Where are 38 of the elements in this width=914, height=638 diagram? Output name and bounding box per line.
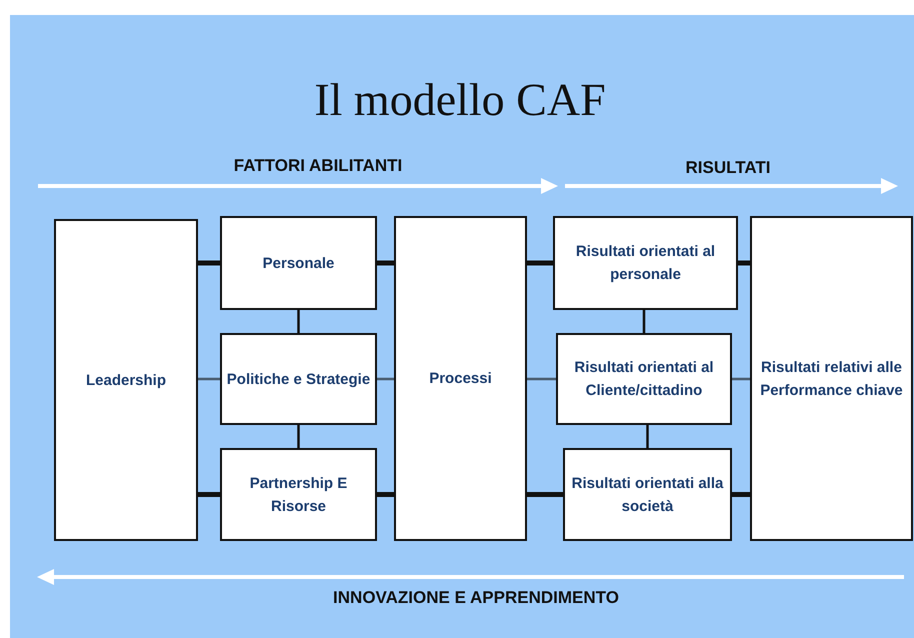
connector-line [297,310,300,333]
connector-line [527,260,553,266]
process-box [553,216,738,310]
title: Il modello CAF [313,73,607,127]
connector-line [377,492,394,497]
connector-line [527,378,556,380]
connector-line [732,492,750,497]
box-label: Leadership [86,370,166,390]
box-label: Politiche e Strategie [226,370,370,390]
connector-line [732,378,750,380]
connector-line [738,260,750,266]
connector-line [527,492,563,497]
process-box [563,448,732,541]
connector-line [198,260,220,266]
process-box [220,448,377,541]
box-label: Risultati relativi alle Performance chiave [759,358,904,400]
connector-line [198,378,220,380]
process-box [750,216,913,541]
process-box [394,216,527,541]
box-label: Personale [262,254,334,274]
section-heading: FATTORI ABILITANTI [232,155,404,177]
box-label: Partnership E Risorse [248,474,348,516]
section-heading: INNOVAZIONE E APPRENDIMENTO [332,587,620,609]
process-box [556,333,732,425]
connector-line [377,260,394,266]
process-box [54,219,198,541]
connector-line [642,310,646,333]
box-label: Risultati orientati alla società [570,474,724,516]
connector-line [377,378,394,380]
box-label: Processi [429,369,492,389]
section-heading: RISULTATI [684,157,772,179]
process-box [220,216,377,310]
process-box [220,333,377,425]
connector-line [297,425,300,448]
box-label: Risultati orientati al Cliente/cittadino [573,358,715,401]
connector-line [646,425,649,448]
box-label: Risultati orientati al personale [574,242,716,285]
connector-line [198,492,220,497]
